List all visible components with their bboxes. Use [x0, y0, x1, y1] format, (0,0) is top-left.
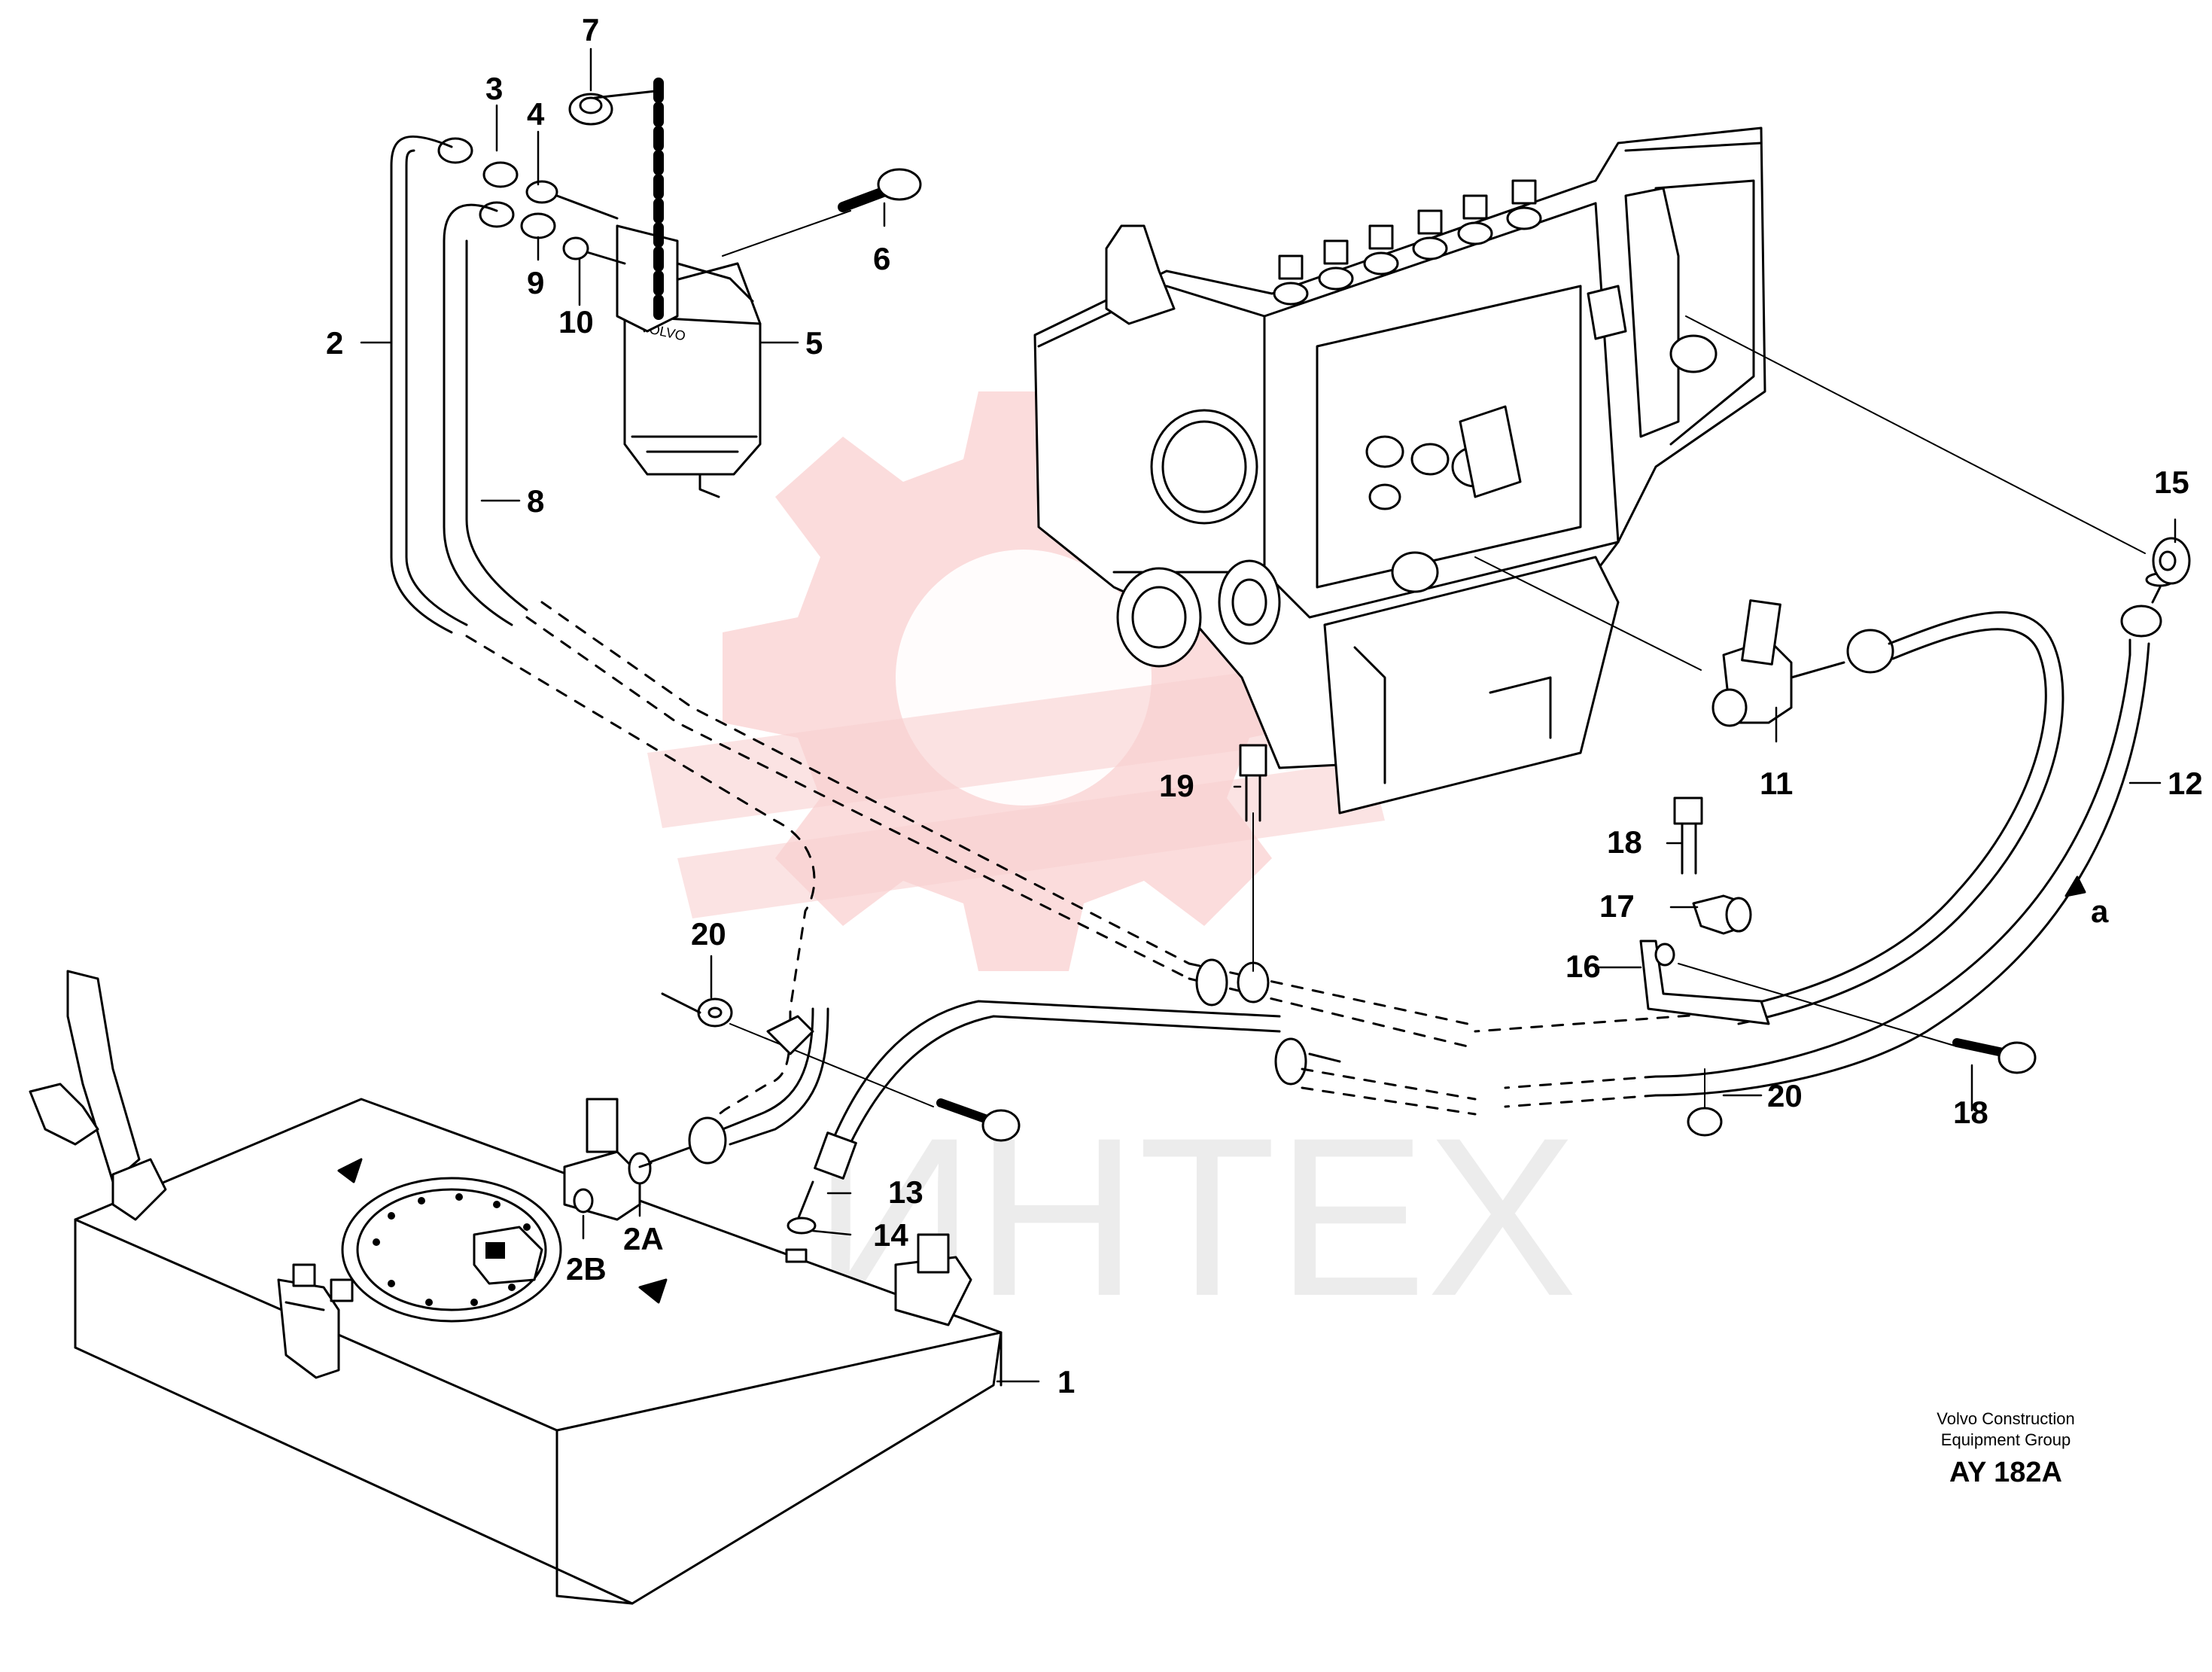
- washer-20-left: [661, 992, 934, 1107]
- callout-14: 14: [873, 1217, 908, 1253]
- bolt-18-right: [1678, 963, 2037, 1074]
- fuel-filter: VOLVO: [616, 224, 762, 498]
- callout-4: 4: [527, 96, 545, 132]
- callout-7: 7: [582, 12, 599, 47]
- nut-7: [568, 89, 664, 126]
- fuel-line-8: [443, 203, 1469, 1048]
- callout-15: 15: [2154, 464, 2189, 500]
- credit-line-1: Volvo Construction: [1937, 1409, 2074, 1428]
- callout-17: 17: [1599, 888, 1635, 924]
- callout-18-top: 18: [1607, 824, 1642, 860]
- bolt-6: [722, 168, 922, 257]
- callout-labels: 7 3 4 6 9 10 2 5 8 15 11 12 19 18 a 17 1…: [326, 12, 2203, 1399]
- injection-pump: [1033, 126, 1766, 815]
- callout-12: 12: [2168, 766, 2203, 801]
- bolt-18-left: [936, 1098, 1021, 1142]
- callout-10: 10: [558, 304, 594, 340]
- bracket-16: [1639, 940, 1770, 1025]
- nut-20-right: [1687, 1068, 1723, 1137]
- credit-line-2: Equipment Group: [1941, 1430, 2071, 1449]
- callout-8: 8: [527, 483, 544, 519]
- fuel-line-12: [1504, 572, 2175, 1108]
- callout-a: a: [2091, 894, 2109, 929]
- callout-20-left: 20: [691, 916, 726, 952]
- fuel-line-11: [1474, 611, 2064, 1033]
- drawing-code: AY 182A: [1949, 1457, 2062, 1488]
- callout-19: 19: [1159, 768, 1194, 803]
- bolt-18-top: [1673, 796, 1703, 875]
- fitting-11: [1474, 556, 1894, 727]
- callout-1: 1: [1057, 1364, 1075, 1399]
- callout-11: 11: [1760, 766, 1793, 801]
- fuel-line-13: [785, 1000, 1477, 1263]
- clip-17: [1692, 894, 1752, 935]
- callout-18-right: 18: [1953, 1095, 1988, 1130]
- callout-16: 16: [1565, 949, 1601, 984]
- leader-lines: [360, 47, 2177, 1383]
- callout-9: 9: [527, 265, 544, 300]
- clamp-at-bolt-19: [1195, 812, 1270, 1007]
- credit-block: Volvo Construction Equipment Group AY 18…: [1937, 1409, 2074, 1488]
- callout-6: 6: [873, 241, 890, 276]
- bolt-19: [1239, 744, 1267, 822]
- callout-2b: 2B: [566, 1251, 607, 1287]
- callout-20-right: 20: [1767, 1078, 1803, 1113]
- fuel-tank: [29, 970, 1003, 1605]
- return-line: [573, 1007, 829, 1214]
- callout-3: 3: [485, 71, 503, 106]
- callout-2: 2: [326, 325, 343, 361]
- callout-13: 13: [888, 1174, 923, 1210]
- callout-2a: 2A: [623, 1221, 664, 1256]
- callout-5: 5: [805, 325, 823, 361]
- banjo-15: [1685, 315, 2191, 585]
- fittings-3-4-9-10: [437, 137, 626, 265]
